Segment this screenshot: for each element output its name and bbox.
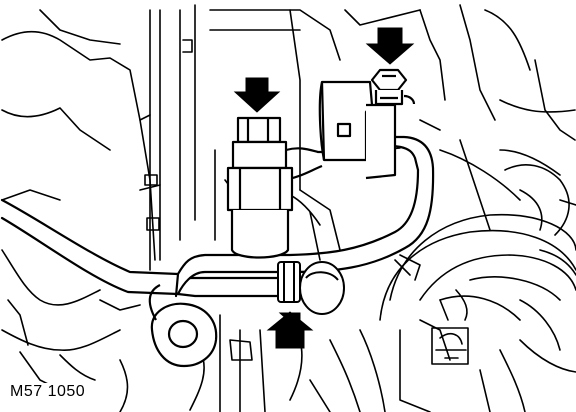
left-fitting: [226, 116, 325, 259]
figure-reference-code: M57 1050: [8, 383, 88, 401]
arrow-top-right: [365, 27, 415, 65]
arrow-top-left: [233, 77, 281, 113]
pipe-clamp: [277, 261, 345, 315]
engine-background-outlines: [1, 4, 576, 412]
ring-terminal: [148, 284, 218, 368]
indicator-arrows: [233, 27, 415, 349]
right-bracket: [318, 68, 416, 180]
